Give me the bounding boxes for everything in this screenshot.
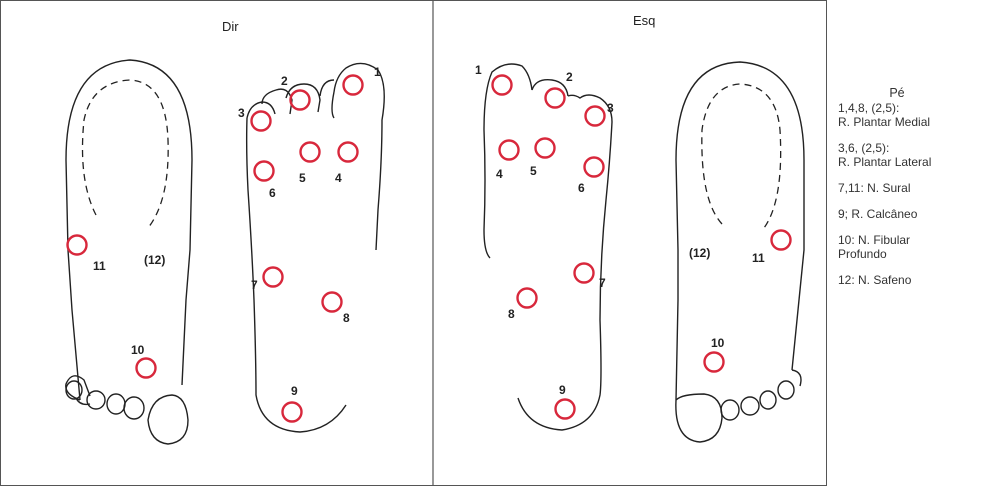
legend-item: 3,6, (2,5): R. Plantar Lateral <box>838 141 984 169</box>
label-2: 2 <box>281 74 288 88</box>
point-1 <box>493 76 512 95</box>
label-3: 3 <box>238 106 245 120</box>
label-12: (12) <box>689 246 710 260</box>
legend-item: 12: N. Safeno <box>838 273 984 287</box>
label-10: 10 <box>711 336 725 350</box>
point-7 <box>264 268 283 287</box>
esq-labels: 1 2 3 4 5 6 7 8 9 10 11 (12) <box>475 63 765 397</box>
label-12: (12) <box>144 253 165 267</box>
label-3: 3 <box>607 101 614 115</box>
point-10 <box>705 353 724 372</box>
label-7: 7 <box>599 276 606 290</box>
esq-plantar-foot <box>484 64 612 430</box>
label-5: 5 <box>299 171 306 185</box>
label-7: 7 <box>251 278 258 292</box>
point-4 <box>339 143 358 162</box>
dir-plantar-foot <box>247 63 385 432</box>
label-6: 6 <box>578 181 585 195</box>
dir-labels: 11 (12) 10 1 2 3 4 5 6 7 8 9 <box>93 65 381 398</box>
legend-item: 9; R. Calcâneo <box>838 207 984 221</box>
label-6: 6 <box>269 186 276 200</box>
point-5 <box>536 139 555 158</box>
point-4 <box>500 141 519 160</box>
point-6 <box>585 158 604 177</box>
title-right: Dir <box>222 19 239 34</box>
point-11 <box>68 236 87 255</box>
point-10 <box>137 359 156 378</box>
legend-title: Pé <box>838 86 956 100</box>
legend-item: 1,4,8, (2,5): R. Plantar Medial <box>838 101 984 129</box>
point-1 <box>344 76 363 95</box>
label-10: 10 <box>131 343 145 357</box>
point-8 <box>518 289 537 308</box>
label-4: 4 <box>335 171 342 185</box>
label-4: 4 <box>496 167 503 181</box>
label-9: 9 <box>291 384 298 398</box>
dir-points <box>68 76 363 422</box>
label-9: 9 <box>559 383 566 397</box>
point-6 <box>255 162 274 181</box>
label-8: 8 <box>343 311 350 325</box>
point-7 <box>575 264 594 283</box>
legend-item: 10: N. Fibular Profundo <box>838 233 984 261</box>
label-11: 11 <box>752 251 765 265</box>
label-1: 1 <box>475 63 482 77</box>
point-9 <box>283 403 302 422</box>
title-left: Esq <box>633 13 655 28</box>
label-1: 1 <box>374 65 381 79</box>
point-11 <box>772 231 791 250</box>
legend-item: 7,11: N. Sural <box>838 181 984 195</box>
esq-points <box>493 76 791 419</box>
label-11: 11 <box>93 259 106 273</box>
label-5: 5 <box>530 164 537 178</box>
label-8: 8 <box>508 307 515 321</box>
point-3 <box>252 112 271 131</box>
point-2 <box>291 91 310 110</box>
point-8 <box>323 293 342 312</box>
label-2: 2 <box>566 70 573 84</box>
point-5 <box>301 143 320 162</box>
point-3 <box>586 107 605 126</box>
point-9 <box>556 400 575 419</box>
point-2 <box>546 89 565 108</box>
legend: Pé 1,4,8, (2,5): R. Plantar Medial 3,6, … <box>838 86 984 299</box>
